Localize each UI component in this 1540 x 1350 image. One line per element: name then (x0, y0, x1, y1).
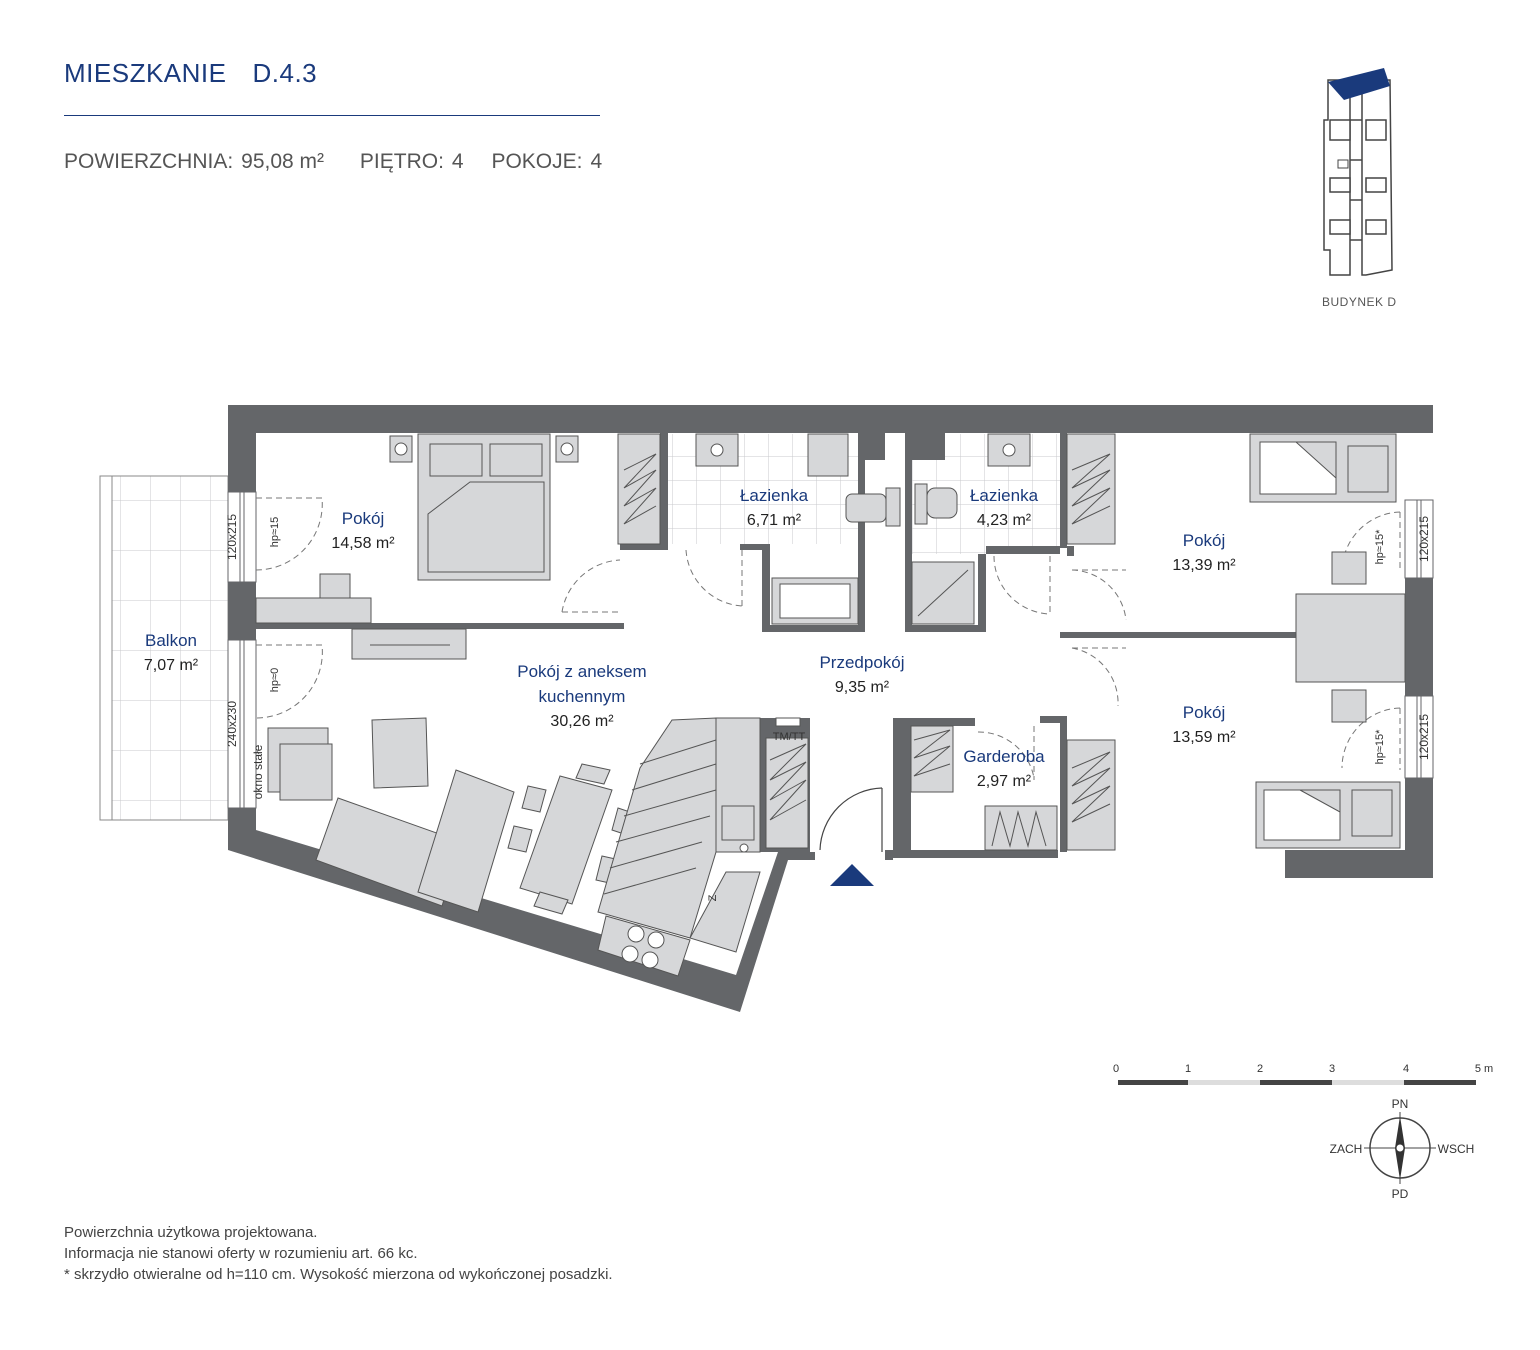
pokoj-2-name: Pokój (1183, 531, 1226, 550)
room-labels: Pokój 14,58 m² Balkon 7,07 m² Łazienka 6… (144, 486, 1236, 790)
scale-tick-4: 4 (1403, 1063, 1409, 1075)
apartment-highlight (1328, 68, 1390, 100)
building-key-label: BUDYNEK D (1322, 295, 1397, 309)
windows (227, 491, 1434, 809)
scale-tick-5: 5 m (1475, 1063, 1493, 1075)
note-1: Powierzchnia użytkowa projektowana. (64, 1224, 318, 1241)
tm-tt-label: TM/TT (773, 731, 806, 743)
salon-name-line1: Pokój z aneksem (517, 662, 646, 681)
scale-tick-2: 2 (1257, 1063, 1263, 1075)
door-swings (255, 497, 1401, 780)
compass-north: PN (1392, 1097, 1409, 1111)
compass-south: PD (1392, 1187, 1409, 1201)
rooms-value: 4 (590, 150, 603, 173)
title-divider (64, 115, 600, 116)
apartment-title: MIESZKANIE D.4.3 (64, 58, 317, 89)
lazienka-2-name: Łazienka (970, 486, 1039, 505)
area-value: 95,08 m² (241, 150, 325, 173)
compass: PN PD ZACH WSCH (1330, 1097, 1475, 1201)
title-label: MIESZKANIE (64, 58, 227, 88)
scale-bar: 0 1 2 3 4 5 m (1113, 1063, 1493, 1085)
balkon-area: 7,07 m² (144, 657, 199, 674)
floor-value: 4 (451, 150, 464, 173)
scale-tick-3: 3 (1329, 1063, 1335, 1075)
pokoj-1-name: Pokój (342, 509, 385, 528)
window-balcony-door-size: 120x215 (225, 514, 239, 560)
window-right-1-size: 120x215 (1417, 516, 1431, 562)
salon-area: 30,26 m² (550, 713, 614, 730)
lazienka-2-area: 4,23 m² (977, 512, 1032, 529)
lazienka-1-name: Łazienka (740, 486, 809, 505)
hp-0-label: hp≈0 (269, 668, 281, 692)
dimension-labels: 120x215 hp≈15 240x230 hp≈0 okno stałe 12… (225, 514, 1431, 902)
pokoj-1-area: 14,58 m² (331, 535, 395, 552)
scale-tick-1: 1 (1185, 1063, 1191, 1075)
hp-15-label: hp≈15 (269, 517, 281, 548)
pokoj-3-area: 13,59 m² (1172, 729, 1236, 746)
furniture (255, 433, 1406, 977)
balkon-name: Balkon (145, 631, 197, 650)
entrance-arrow (830, 864, 874, 886)
rooms-label: POKOJE: (491, 150, 583, 173)
przedpokoj-name: Przedpokój (819, 653, 904, 672)
pokoj-3-name: Pokój (1183, 703, 1226, 722)
garderoba-name: Garderoba (963, 747, 1045, 766)
window-right-2-size: 120x215 (1417, 714, 1431, 760)
fridge-label: Z (707, 894, 719, 901)
apartment-code: D.4.3 (252, 58, 318, 88)
garderoba-area: 2,97 m² (977, 773, 1032, 790)
window-balcony-big-size: 240x230 (225, 701, 239, 747)
area-label: POWIERZCHNIA: (64, 150, 234, 173)
compass-west: ZACH (1330, 1142, 1363, 1156)
hp-15-star-1-label: hp≈15* (1374, 529, 1386, 565)
floor-label: PIĘTRO: (359, 150, 444, 173)
footnotes: Powierzchnia użytkowa projektowana. Info… (64, 1222, 613, 1285)
entrance-door (819, 787, 883, 852)
apartment-stats: POWIERZCHNIA: 95,08 m² PIĘTRO: 4 POKOJE: 4 (64, 150, 602, 174)
fixed-window-label: okno stałe (251, 744, 265, 799)
compass-east: WSCH (1438, 1142, 1475, 1156)
wardrobe-hatching (603, 453, 1111, 895)
hp-15-star-2-label: hp≈15* (1374, 729, 1386, 765)
lazienka-1-area: 6,71 m² (747, 512, 802, 529)
balcony (99, 475, 229, 821)
scale-tick-0: 0 (1113, 1063, 1119, 1075)
note-2: Informacja nie stanowi oferty w rozumien… (64, 1245, 418, 1262)
pokoj-2-area: 13,39 m² (1172, 557, 1236, 574)
salon-name-line2: kuchennym (539, 687, 626, 706)
building-key-map (1323, 68, 1393, 276)
przedpokoj-area: 9,35 m² (835, 679, 890, 696)
note-3: * skrzydło otwieralne od h=110 cm. Wysok… (64, 1266, 613, 1283)
